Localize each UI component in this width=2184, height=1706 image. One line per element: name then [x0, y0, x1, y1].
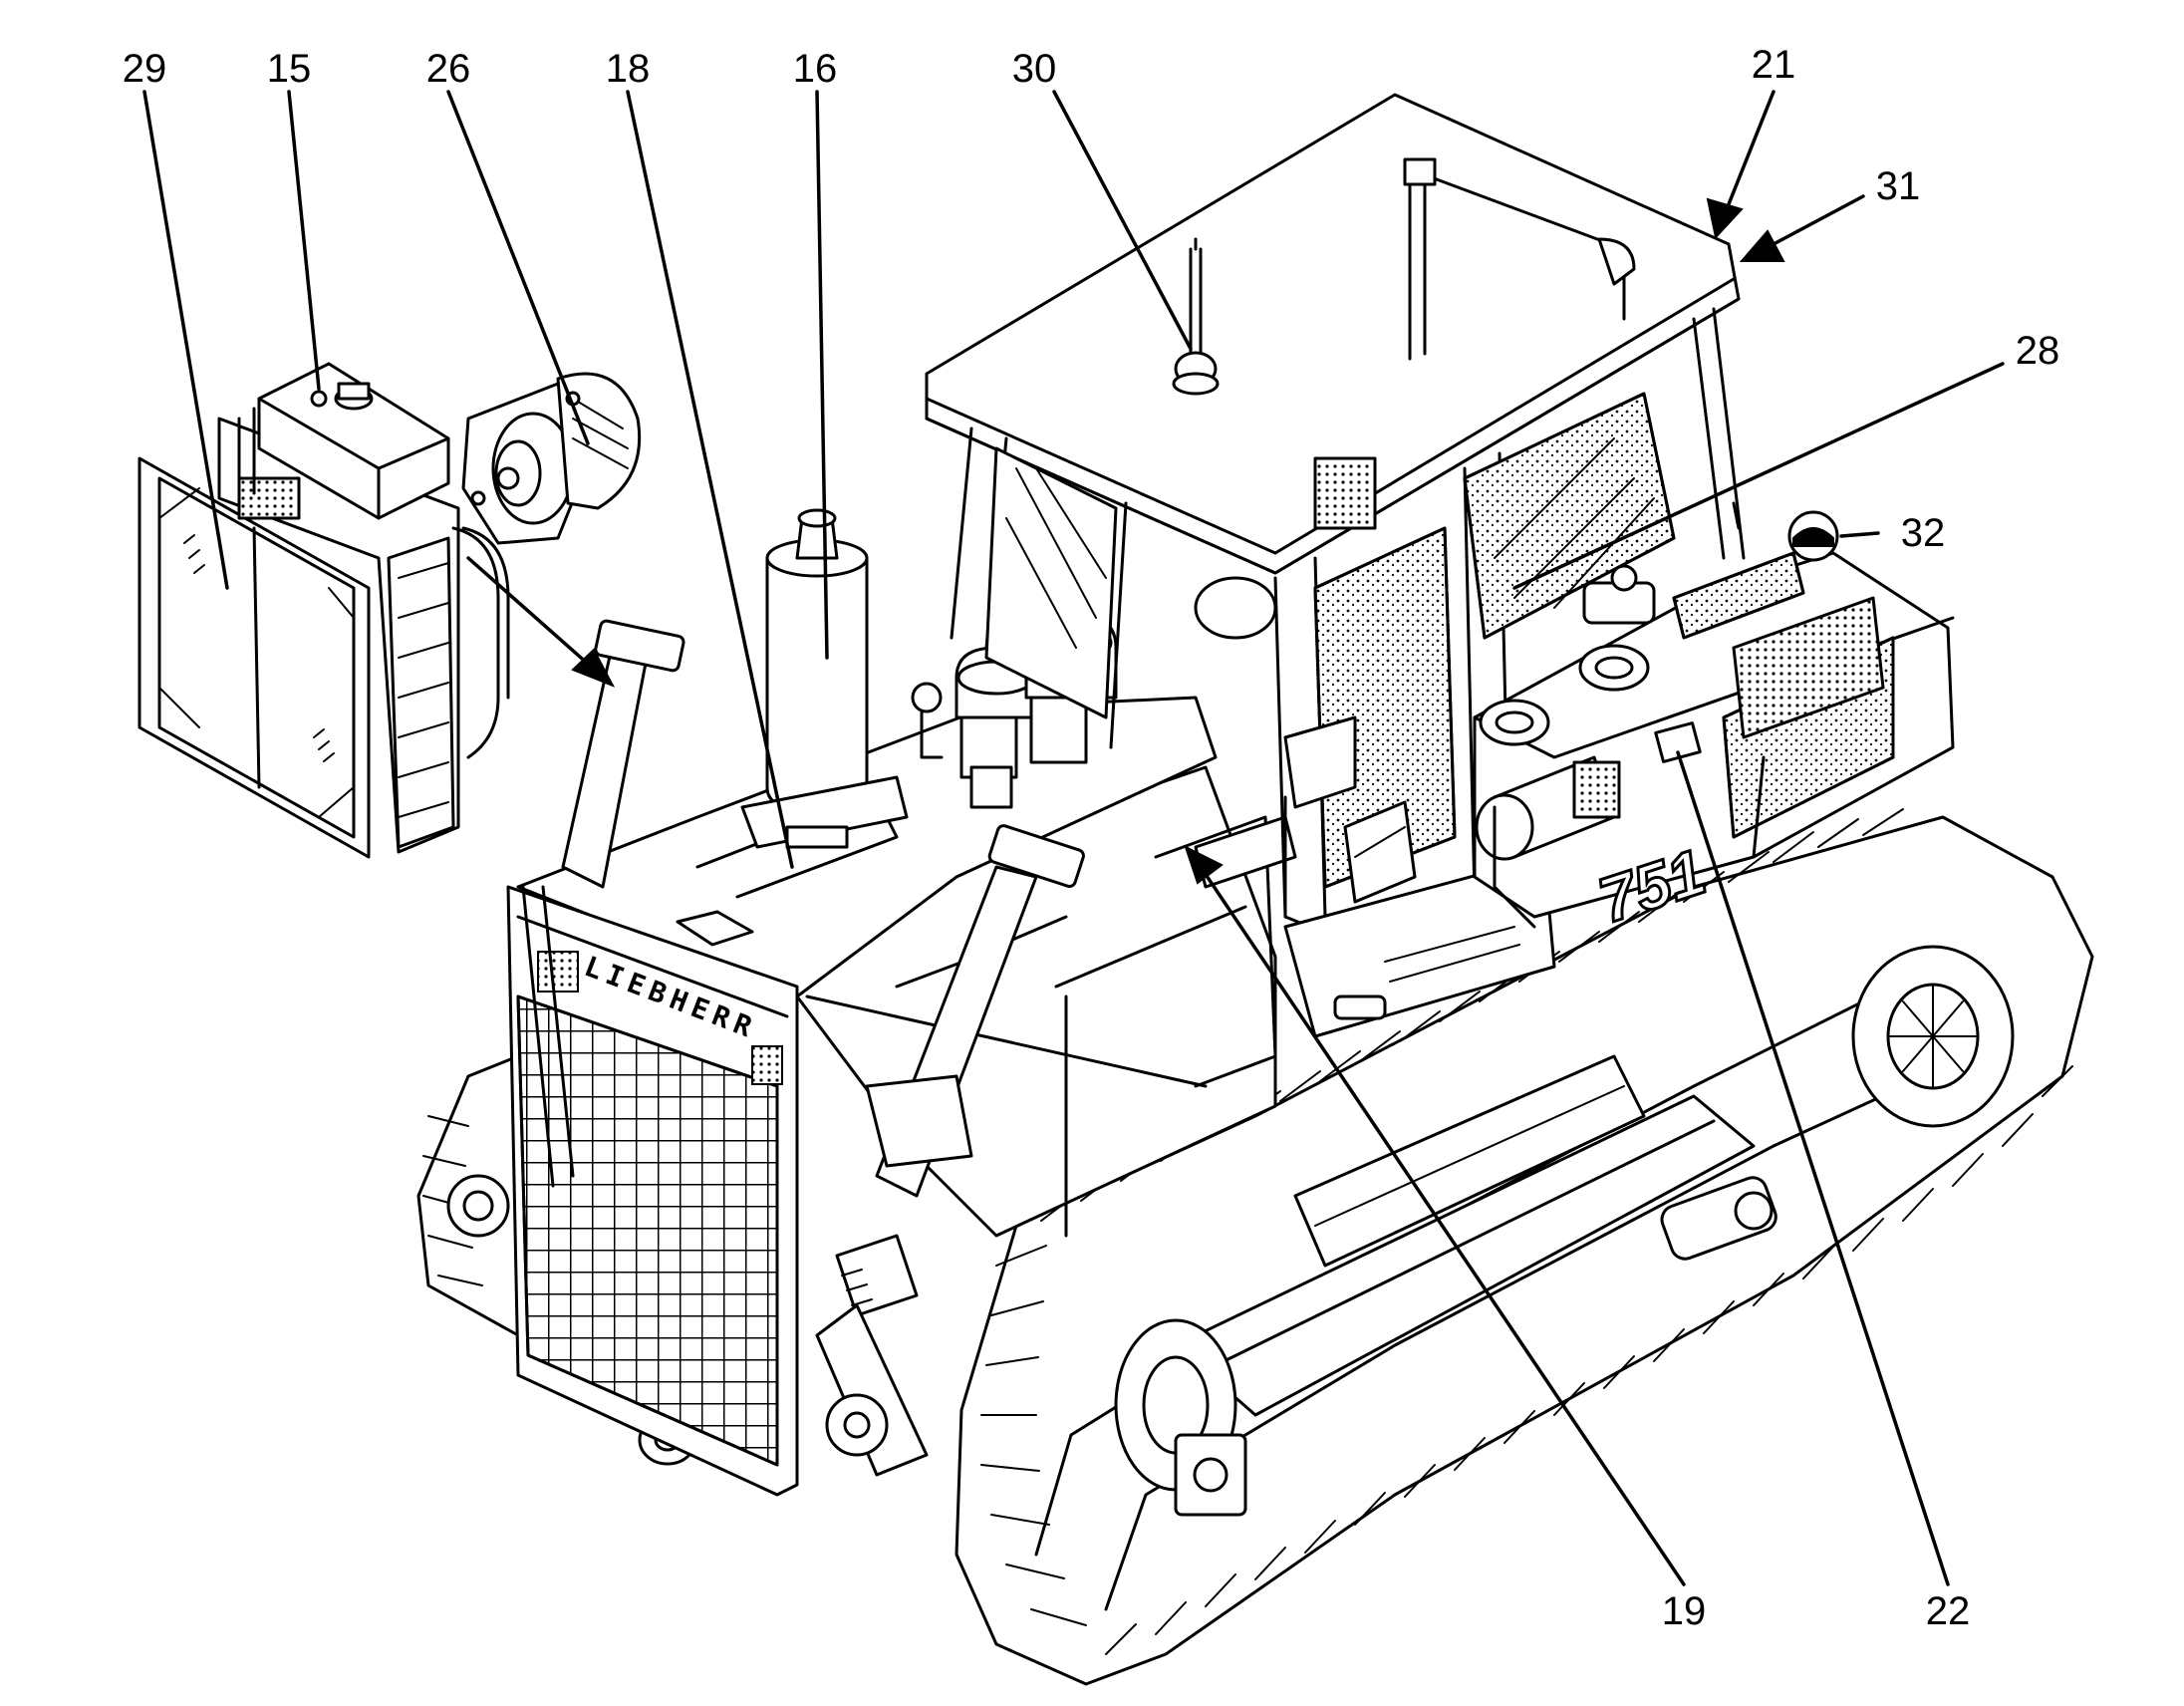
leader-19: [1199, 865, 1686, 1586]
callout-31: 31: [1876, 164, 1921, 208]
callout-28: 28: [2016, 329, 2060, 373]
lift-arm-left: [521, 619, 685, 1188]
leader-29: [142, 90, 229, 590]
sprocket: [1851, 945, 2015, 1128]
antenna: [1172, 237, 1220, 396]
leader-30: [1052, 90, 1193, 351]
callout-22: 22: [1926, 1589, 1971, 1633]
leader-15: [287, 90, 321, 391]
leader-31: [1772, 194, 1865, 246]
callout-26: 26: [426, 47, 471, 91]
callout-18: 18: [606, 47, 651, 91]
leader-28: [1512, 362, 2005, 590]
leader-18: [626, 90, 794, 869]
cab: [925, 93, 1746, 1038]
callout-30: 30: [1012, 47, 1057, 91]
exploded-view-arrow: [466, 556, 616, 688]
callout-21: 21: [1752, 43, 1796, 87]
callout-15: 15: [267, 47, 312, 91]
leader-21: [1725, 90, 1775, 211]
callout-19: 19: [1662, 1589, 1707, 1633]
callout-labels: 29 15 26 18 16 30 21 31 28 32 19 22: [123, 43, 2060, 1633]
crawler-track: [955, 808, 2094, 1686]
callout-32: 32: [1901, 511, 1946, 555]
leader-26: [446, 90, 590, 445]
leader-16: [815, 90, 829, 660]
exploded-alternator: [461, 372, 642, 545]
lift-arm-right: [815, 824, 1085, 1477]
callout-16: 16: [793, 47, 838, 91]
callout-29: 29: [123, 47, 167, 91]
exploded-radiator: [137, 362, 510, 859]
leader-lines: [142, 90, 2005, 1586]
rear-deck: 751: [1473, 501, 1955, 938]
leader-22: [1676, 750, 1950, 1586]
leader-32: [1839, 531, 1880, 538]
engine-hood: LIEBHERR: [506, 696, 1297, 1497]
